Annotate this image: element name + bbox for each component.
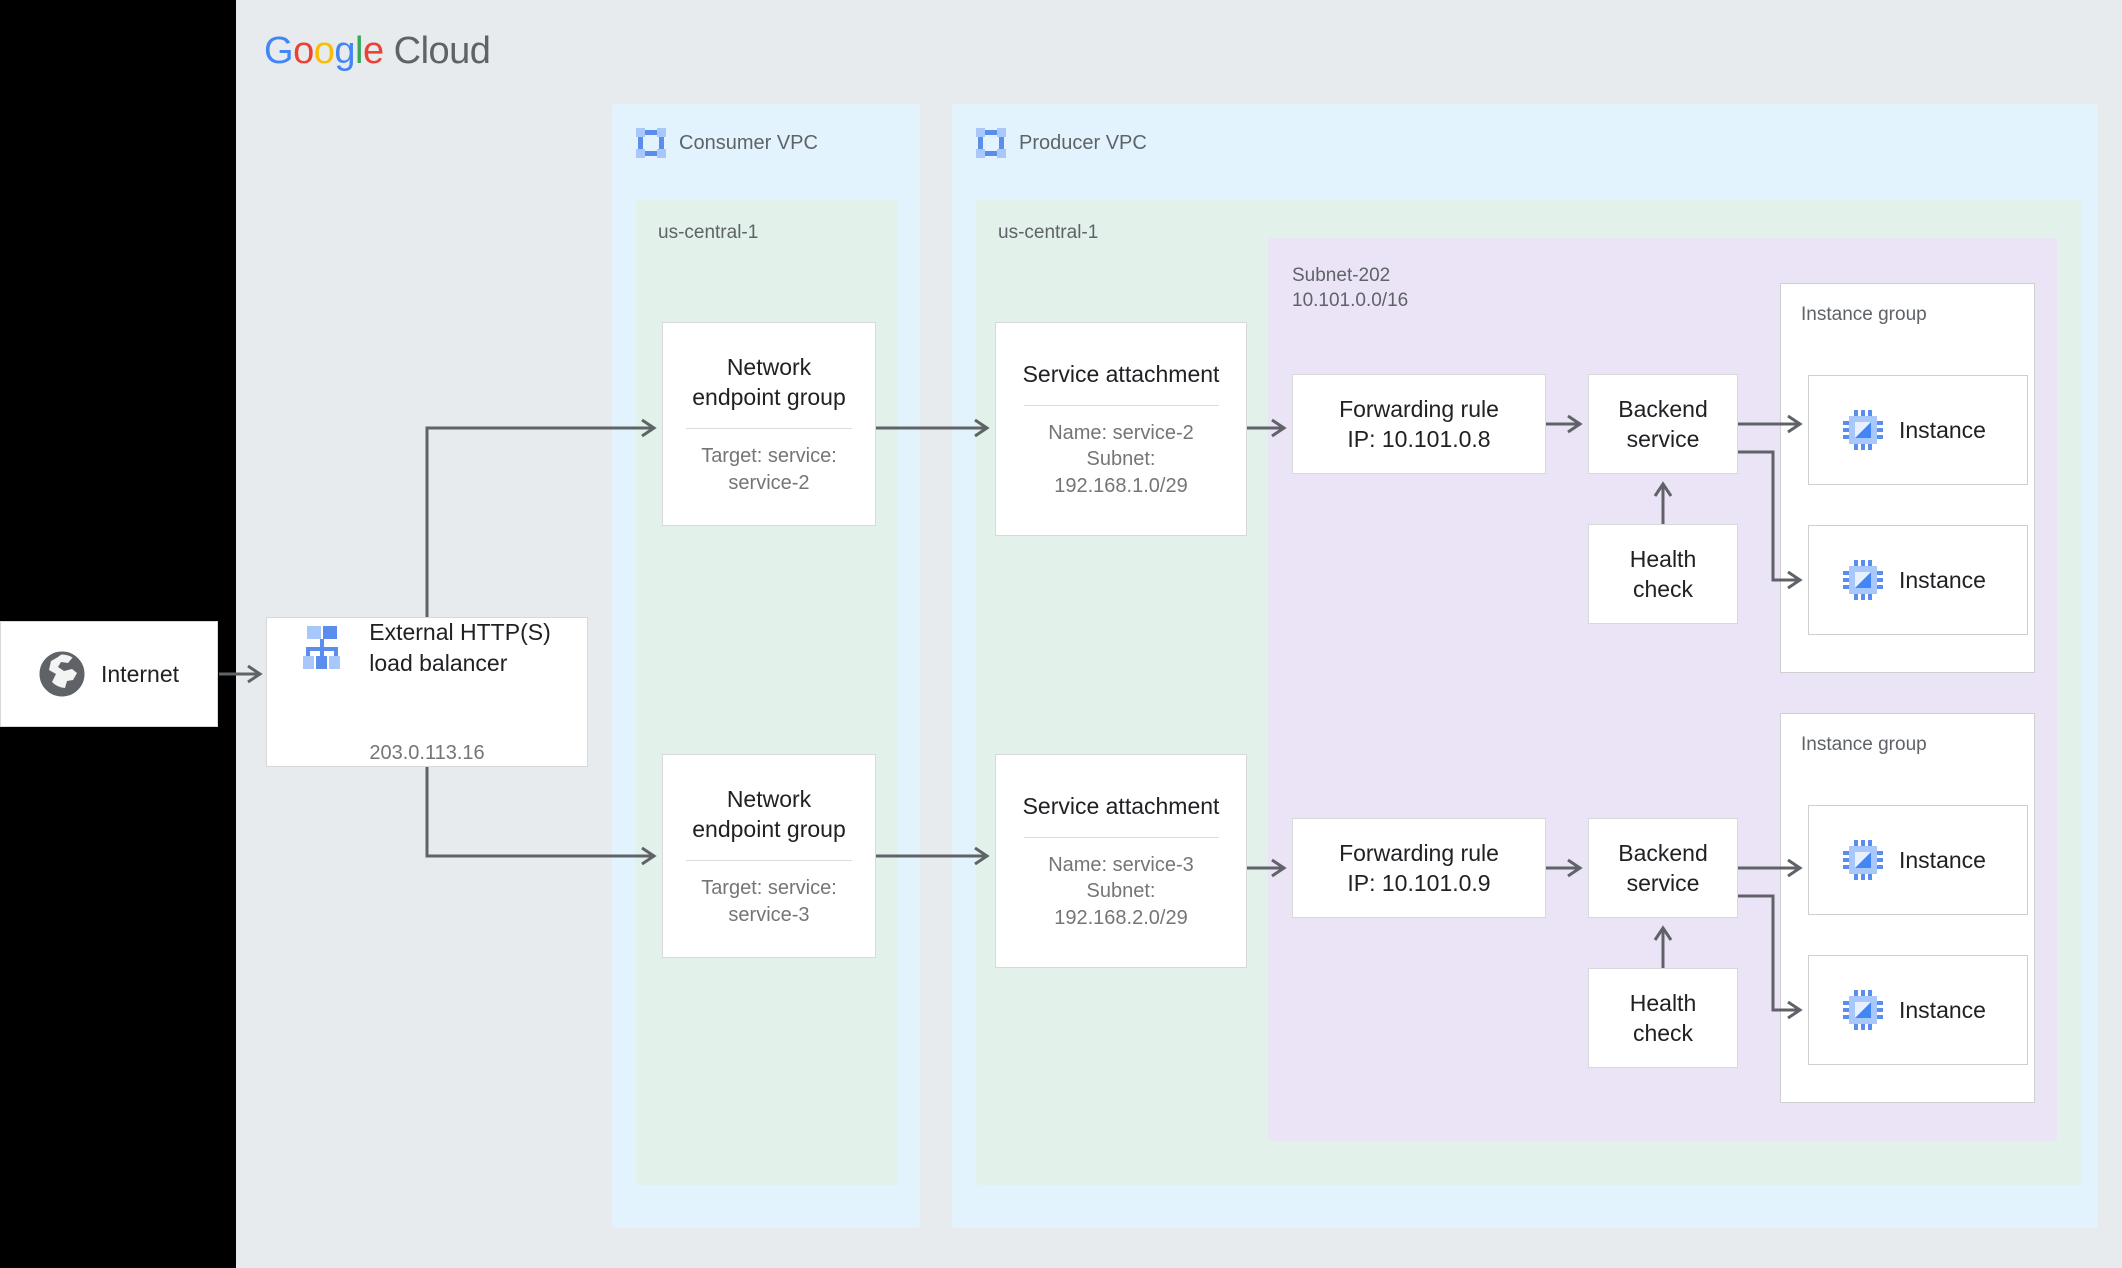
neg-1-target: Target: service: service-2 <box>701 445 837 494</box>
external-load-balancer-card[interactable]: External HTTP(S) load balancer 203.0.113… <box>266 617 588 767</box>
forwarding-rule-2-title: Forwarding rule IP: 10.101.0.9 <box>1339 839 1499 896</box>
internet-card[interactable]: Internet <box>0 621 218 727</box>
instance-2-1[interactable]: Instance <box>1808 805 2028 915</box>
health-check-1[interactable]: Health check <box>1588 524 1738 624</box>
forwarding-rule-2[interactable]: Forwarding rule IP: 10.101.0.9 <box>1292 818 1546 918</box>
backend-service-1[interactable]: Backend service <box>1588 374 1738 474</box>
instance-icon <box>1843 410 1883 450</box>
sa-2-divider <box>1023 837 1219 839</box>
instance-icon <box>1843 840 1883 880</box>
sa-2-title: Service attachment <box>1022 792 1220 819</box>
service-attachment-2[interactable]: Service attachment Name: service-3 Subne… <box>995 754 1247 968</box>
instance-icon <box>1843 990 1883 1030</box>
producer-vpc-label: Producer VPC <box>1019 131 1147 154</box>
forwarding-rule-1[interactable]: Forwarding rule IP: 10.101.0.8 <box>1292 374 1546 474</box>
health-check-2[interactable]: Health check <box>1588 968 1738 1068</box>
instance-1-2[interactable]: Instance <box>1808 525 2028 635</box>
sa-1-divider <box>1023 405 1219 407</box>
health-check-2-title: Health check <box>1629 989 1697 1046</box>
instance-group-2-label: Instance group <box>1801 734 1927 755</box>
producer-region-label: us-central-1 <box>998 222 1099 243</box>
instance-icon <box>1843 560 1883 600</box>
vpc-icon <box>976 128 1006 158</box>
consumer-region-label: us-central-1 <box>658 222 759 243</box>
vpc-icon <box>636 128 666 158</box>
logo-letter-g2: g <box>334 30 355 72</box>
instance-1-1-label: Instance <box>1899 416 1986 443</box>
subnet-name: Subnet-202 <box>1292 265 1391 286</box>
sa-1-title: Service attachment <box>1022 360 1220 387</box>
consumer-vpc-label: Consumer VPC <box>679 131 818 154</box>
backend-service-2-title: Backend service <box>1618 839 1708 896</box>
subnet-cidr: 10.101.0.0/16 <box>1292 290 1409 312</box>
globe-icon <box>39 651 85 697</box>
logo-word-cloud: Cloud <box>393 30 491 72</box>
neg-1-title: Network endpoint group <box>692 353 846 411</box>
load-balancer-ip: 203.0.113.16 <box>369 742 485 765</box>
instance-2-2-label: Instance <box>1899 996 1986 1023</box>
instance-group-1-label: Instance group <box>1801 304 1927 325</box>
sa-1-details: Name: service-2 Subnet: 192.168.1.0/29 <box>1048 422 1194 497</box>
subnet-label: Subnet-202 10.101.0.0/16 <box>1292 263 1408 313</box>
producer-vpc-header: Producer VPC <box>976 128 1147 158</box>
instance-2-1-label: Instance <box>1899 846 1986 873</box>
network-endpoint-group-2[interactable]: Network endpoint group Target: service: … <box>662 754 876 958</box>
internet-label: Internet <box>101 660 179 687</box>
load-balancer-icon <box>303 625 341 669</box>
instance-2-2[interactable]: Instance <box>1808 955 2028 1065</box>
instance-1-1[interactable]: Instance <box>1808 375 2028 485</box>
neg-1-divider <box>686 428 852 430</box>
logo-letter-o2: o <box>313 30 335 72</box>
forwarding-rule-1-title: Forwarding rule IP: 10.101.0.8 <box>1339 395 1499 452</box>
backend-service-1-title: Backend service <box>1618 395 1708 452</box>
logo-letter-g1: G <box>264 30 294 72</box>
network-endpoint-group-1[interactable]: Network endpoint group Target: service: … <box>662 322 876 526</box>
backend-service-2[interactable]: Backend service <box>1588 818 1738 918</box>
consumer-vpc-header: Consumer VPC <box>636 128 818 158</box>
logo-letter-e: e <box>362 30 384 72</box>
neg-2-divider <box>686 860 852 862</box>
logo-letter-l: l <box>354 30 363 72</box>
neg-2-title: Network endpoint group <box>692 785 846 843</box>
neg-2-target: Target: service: service-3 <box>701 877 837 926</box>
sa-2-details: Name: service-3 Subnet: 192.168.2.0/29 <box>1048 854 1194 929</box>
logo-letter-o1: o <box>293 30 314 72</box>
instance-1-2-label: Instance <box>1899 566 1986 593</box>
health-check-1-title: Health check <box>1629 545 1697 602</box>
google-cloud-logo: Google Cloud <box>264 30 491 73</box>
service-attachment-1[interactable]: Service attachment Name: service-2 Subne… <box>995 322 1247 536</box>
load-balancer-title: External HTTP(S) load balancer <box>369 619 551 676</box>
